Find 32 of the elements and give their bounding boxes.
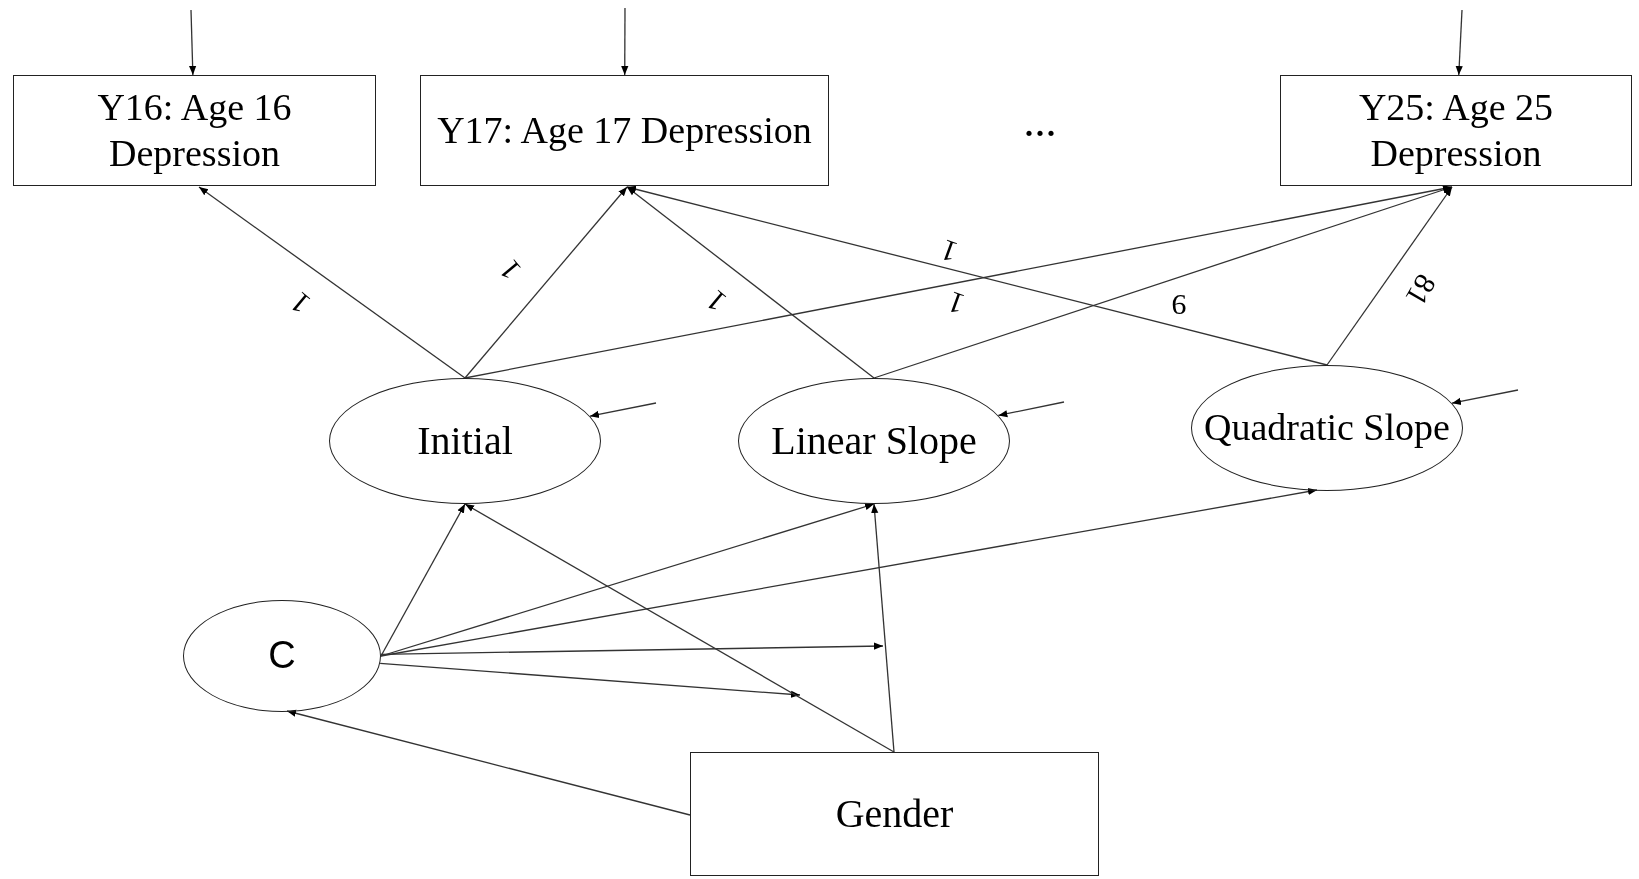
arrow [464, 503, 895, 753]
node-label: Y16: Age 16 Depression [96, 84, 293, 176]
node-label: Quadratic Slope [1204, 405, 1450, 451]
node-label: Y25: Age 25 Depression [1357, 84, 1555, 176]
arrow [189, 9, 197, 76]
arrow [198, 186, 466, 379]
node-label: Y17: Age 17 Depression [437, 107, 812, 153]
variable-box [690, 752, 1099, 876]
arrow [1455, 9, 1463, 76]
arrow [379, 662, 801, 698]
variable-box [1280, 75, 1632, 186]
node-label: Initial [417, 417, 513, 465]
arrow [1326, 186, 1453, 366]
arrow [380, 503, 466, 657]
arrow [1451, 389, 1519, 405]
arrow [380, 488, 1318, 657]
arrow [626, 185, 1328, 366]
arrow [873, 186, 1453, 379]
arrow [286, 709, 691, 816]
arrow [589, 402, 657, 418]
arrow [621, 7, 629, 76]
node-label: Linear Slope [771, 417, 977, 465]
arrow [997, 401, 1065, 418]
arrow [464, 186, 628, 379]
arrow [871, 503, 895, 753]
node-label: Gender [835, 790, 954, 838]
variable-box [420, 75, 829, 186]
arrow [380, 642, 884, 655]
arrow [626, 186, 875, 379]
ellipsis: ... [1023, 100, 1057, 144]
node-label: C [268, 633, 296, 679]
variable-box [13, 75, 376, 186]
